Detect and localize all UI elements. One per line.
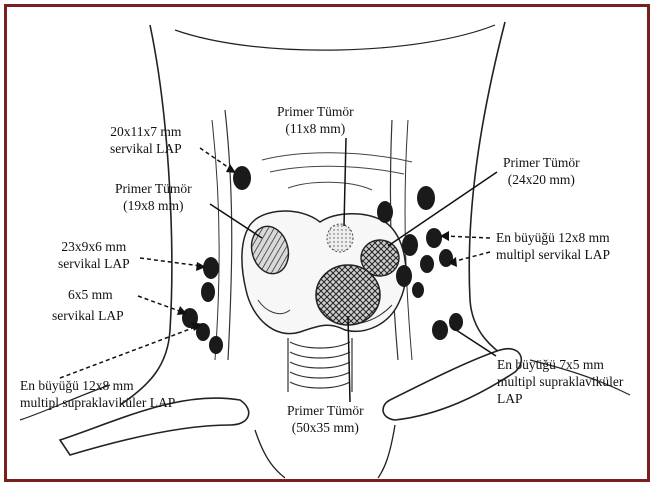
neck-outline-right [469,22,520,365]
label-line: En büyüğü 7x5 mm [497,356,623,373]
label-line: Primer Tümör [277,103,354,120]
label-line: multipl supraklaviküler [497,373,623,390]
label-servikal-23x9x6: 23x9x6 mm servikal LAP [58,238,130,272]
label-line: (11x8 mm) [277,120,354,137]
label-multipl-supra-left: En büyüğü 12x8 mm multipl supraklaviküle… [20,377,175,411]
label-primer-11x8: Primer Tümör (11x8 mm) [277,103,354,137]
label-line: Primer Tümör [287,402,364,419]
label-line: Primer Tümör [503,154,580,171]
label-primer-19x8: Primer Tümör (19x8 mm) [115,180,192,214]
hyoid-curve-2 [270,166,404,174]
label-line: servikal LAP [110,140,182,157]
neck-outline-left [120,25,172,405]
label-line: Primer Tümör [115,180,192,197]
label-multipl-servikal: En büyüğü 12x8 mm multipl servikal LAP [496,229,610,263]
tumor-11x8 [327,224,353,252]
trachea [288,338,352,392]
hyoid-curve [262,153,412,162]
label-line: En büyüğü 12x8 mm [20,377,175,394]
chin-line [175,25,495,50]
label-line: servikal LAP [58,255,130,272]
label-servikal-6x5: 6x5 mm servikal LAP [52,286,124,324]
label-line: servikal LAP [52,307,124,324]
label-line: En büyüğü 12x8 mm [496,229,610,246]
label-line: LAP [497,390,623,407]
label-multipl-supra-right: En büyüğü 7x5 mm multipl supraklaviküler… [497,356,623,407]
label-line: (19x8 mm) [115,197,192,214]
label-servikal-20x11x7: 20x11x7 mm servikal LAP [110,123,182,157]
label-primer-24x20: Primer Tümör (24x20 mm) [503,154,580,188]
label-line: (24x20 mm) [503,171,580,188]
label-line: multipl supraklaviküler LAP [20,394,175,411]
larynx-curve [288,182,372,190]
muscle-left-2 [212,120,219,360]
label-primer-50x35: Primer Tümör (50x35 mm) [287,402,364,436]
label-line: 23x9x6 mm [58,238,130,255]
label-line: (50x35 mm) [287,419,364,436]
muscle-left [225,110,232,360]
label-line: 6x5 mm [52,286,124,303]
label-line: 20x11x7 mm [110,123,182,140]
label-line: multipl servikal LAP [496,246,610,263]
